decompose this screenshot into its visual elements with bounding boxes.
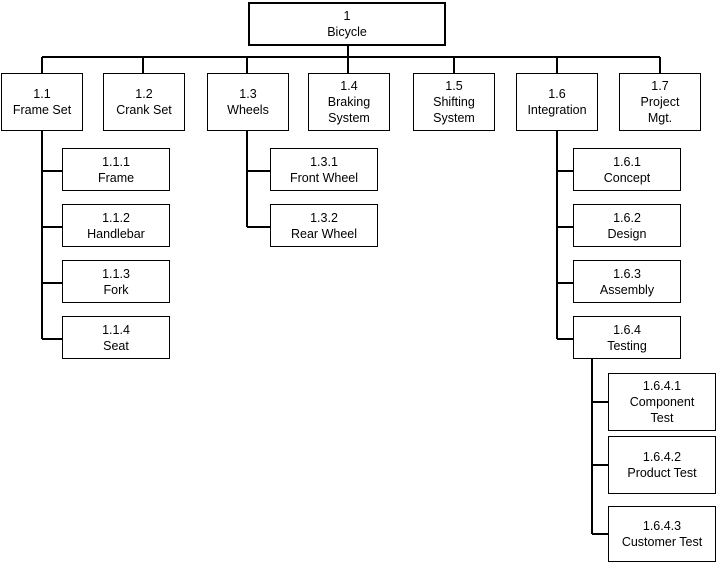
wbs-node-name-line: Integration — [527, 103, 587, 117]
wbs-node-id: 1.6.4.2 — [642, 450, 682, 464]
wbs-node-name-line: Customer Test — [621, 535, 703, 549]
wbs-node-name-line: Component — [629, 395, 695, 409]
wbs-node-name-line: Shifting — [433, 95, 475, 109]
wbs-node-name-line: Assembly — [599, 282, 655, 297]
wbs-node-id: 1.2 — [135, 87, 153, 101]
wbs-node-name-line: Front Wheel — [289, 170, 359, 185]
wbs-node-id: 1.3.2 — [310, 210, 338, 225]
wbs-node-name-line: Mgt. — [647, 111, 673, 125]
wbs-node-name-line: Frame — [97, 170, 135, 185]
wbs-node-id: 1.1.3 — [102, 266, 130, 281]
wbs-node-id: 1.7 — [651, 79, 669, 93]
wbs-node-name-line: Bicycle — [327, 25, 367, 39]
wbs-node-id: 1 — [343, 9, 351, 23]
wbs-node-name-line: Product Test — [627, 466, 697, 480]
wbs-node-name-line: Wheels — [227, 103, 269, 117]
wbs-node-name-line: Frame Set — [12, 103, 72, 117]
wbs-node-id: 1.1.4 — [102, 322, 130, 337]
wbs-node-id: 1.1 — [33, 87, 51, 101]
wbs-node-name-line: System — [328, 111, 370, 125]
wbs-node-name-line: Test — [650, 411, 674, 425]
wbs-node-name-line: Concept — [603, 170, 651, 185]
wbs-node-name-line: Braking — [327, 95, 371, 109]
wbs-node-id: 1.1.1 — [102, 154, 130, 169]
wbs-node-name-line: Testing — [607, 338, 647, 353]
wbs-node-id: 1.6 — [548, 87, 566, 101]
wbs-node-name-line: Fork — [103, 282, 129, 297]
wbs-node-id: 1.5 — [445, 79, 463, 93]
wbs-node-name-line: Handlebar — [87, 226, 145, 241]
wbs-node-id: 1.1.2 — [102, 210, 130, 225]
wbs-node-name-line: System — [433, 111, 475, 125]
wbs-node-name-line: Seat — [103, 338, 129, 353]
wbs-node-id: 1.6.1 — [613, 154, 641, 169]
wbs-node-id: 1.3 — [239, 87, 257, 101]
wbs-node-name-line: Project — [640, 95, 680, 109]
wbs-node-id: 1.6.4.3 — [642, 519, 682, 533]
wbs-node-name-line: Crank Set — [116, 103, 172, 117]
wbs-node-id: 1.6.4.1 — [642, 379, 682, 393]
wbs-node-name-line: Design — [607, 226, 647, 241]
wbs-node-id: 1.6.4 — [613, 322, 641, 337]
wbs-node-name-line: Rear Wheel — [291, 226, 357, 241]
wbs-node-id: 1.4 — [340, 79, 358, 93]
wbs-node-id: 1.3.1 — [310, 154, 338, 169]
wbs-node-id: 1.6.3 — [613, 266, 641, 281]
wbs-node-id: 1.6.2 — [613, 210, 641, 225]
